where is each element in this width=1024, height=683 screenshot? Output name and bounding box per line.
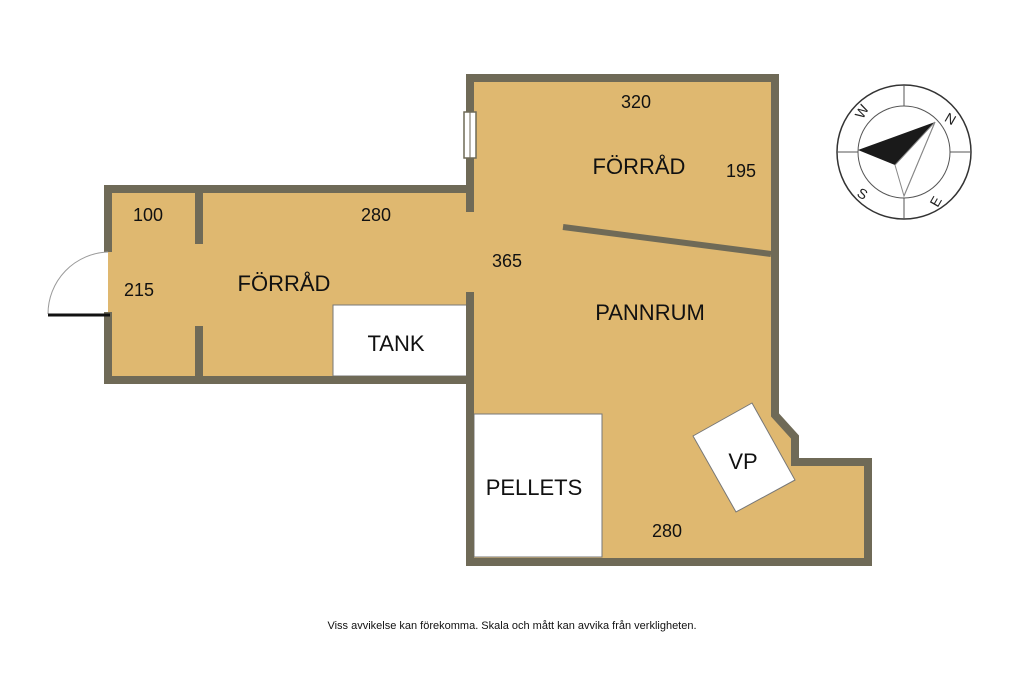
window bbox=[463, 111, 477, 159]
tank-box bbox=[332, 304, 469, 377]
walls bbox=[104, 74, 872, 566]
room-label-storage-left: FÖRRÅD bbox=[238, 271, 331, 296]
dimension-left-corridor-width: 280 bbox=[361, 205, 391, 225]
door-swing bbox=[47, 251, 110, 317]
fixture-label-heat-pump: VP bbox=[728, 449, 757, 474]
dimension-middle-height: 365 bbox=[492, 251, 522, 271]
disclaimer-text: Viss avvikelse kan förekomma. Skala och … bbox=[327, 620, 697, 632]
floor-area bbox=[108, 78, 868, 562]
dimension-upper-height: 195 bbox=[726, 161, 756, 181]
dimension-top-width: 320 bbox=[621, 92, 651, 112]
room-label-storage-upper: FÖRRÅD bbox=[593, 154, 686, 179]
heat-pump-box bbox=[692, 402, 796, 513]
fixture-label-tank: TANK bbox=[367, 331, 424, 356]
compass-rose-icon: N E S W bbox=[836, 84, 972, 220]
room-label-boiler-room: PANNRUM bbox=[595, 300, 705, 325]
pellets-box bbox=[473, 413, 603, 558]
dimension-left-width: 100 bbox=[133, 205, 163, 225]
fixture-label-pellets: PELLETS bbox=[486, 475, 583, 500]
dimension-left-height: 215 bbox=[124, 280, 154, 300]
dimension-bottom-width: 280 bbox=[652, 521, 682, 541]
